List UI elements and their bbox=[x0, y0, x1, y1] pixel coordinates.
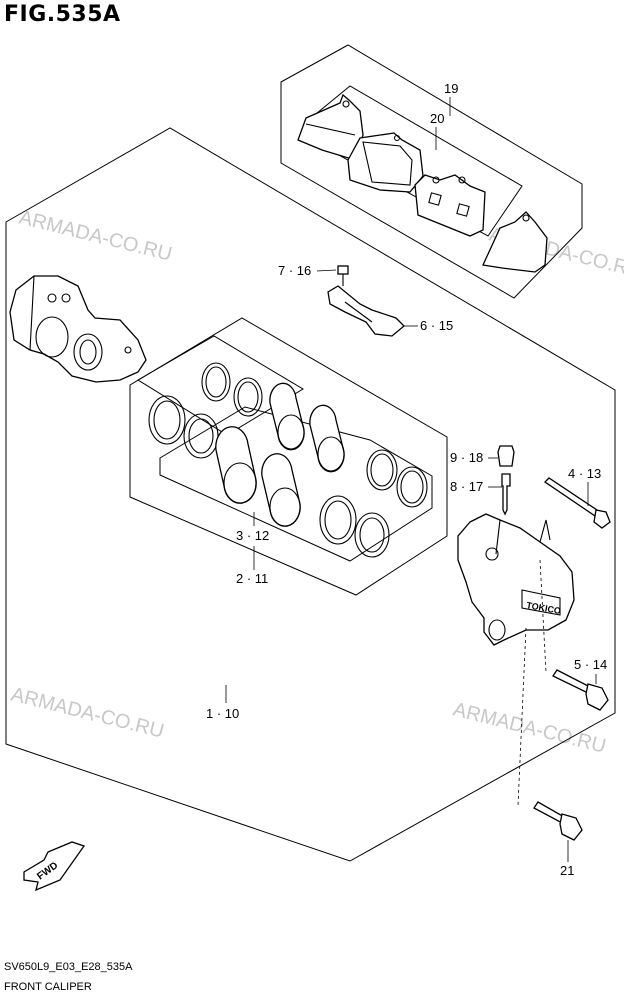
watermark-4: ARMADA-CO.RU bbox=[451, 699, 608, 758]
callout-1-10: 1 · 10 bbox=[206, 706, 239, 721]
fwd-arrow-icon: FWD bbox=[23, 841, 86, 892]
callout-9-18: 9 · 18 bbox=[450, 450, 483, 465]
callout-20: 20 bbox=[430, 111, 444, 126]
callout-2-11: 2 · 11 bbox=[236, 571, 268, 586]
callout-8-17: 8 · 17 bbox=[450, 479, 483, 494]
watermark-1: ARMADA-CO.RU bbox=[17, 207, 174, 266]
bleeder-valve-8-17 bbox=[501, 473, 511, 516]
figure-caption: FRONT CALIPER bbox=[4, 981, 92, 993]
piston-seals bbox=[148, 362, 428, 558]
leader-pin-axis bbox=[539, 559, 547, 673]
callout-19: 19 bbox=[444, 81, 458, 96]
callout-21: 21 bbox=[560, 863, 574, 878]
bleeder-cap-9-18 bbox=[497, 445, 515, 467]
callout-4-13: 4 · 13 bbox=[568, 466, 601, 481]
mounting-bolt-21 bbox=[533, 801, 583, 841]
leader-7-16 bbox=[316, 269, 337, 272]
callout-7-16: 7 · 16 bbox=[278, 263, 311, 278]
pad-set-outline bbox=[280, 44, 583, 299]
callout-6-15: 6 · 15 bbox=[420, 318, 453, 333]
callout-3-12: 3 · 12 bbox=[236, 528, 269, 543]
pad-pin-4-13 bbox=[543, 477, 611, 529]
figure-title: FIG.535A bbox=[4, 2, 121, 27]
caliper-assembly-outline bbox=[5, 127, 616, 862]
piston-set-outline bbox=[137, 335, 304, 436]
caliper-bolt-5-14 bbox=[552, 669, 609, 711]
caliper-body-right: TOKICO bbox=[457, 513, 575, 646]
brake-pad-right bbox=[482, 211, 548, 273]
figure-code: SV650L9_E03_E28_535A bbox=[4, 961, 133, 973]
piston-set-outline-lower bbox=[159, 406, 433, 562]
seal-kit-outline bbox=[129, 317, 448, 596]
watermark-3: ARMADA-CO.RU bbox=[9, 684, 166, 743]
brake-pad-left bbox=[297, 93, 364, 161]
screw-7-16 bbox=[337, 265, 349, 286]
caliper-body-left bbox=[9, 275, 147, 383]
callout-5-14: 5 · 14 bbox=[574, 657, 607, 672]
pistons bbox=[215, 382, 345, 527]
brake-pad-shim-1 bbox=[414, 174, 486, 237]
brake-pad-middle bbox=[347, 132, 424, 193]
bracket-6-15 bbox=[327, 285, 405, 337]
